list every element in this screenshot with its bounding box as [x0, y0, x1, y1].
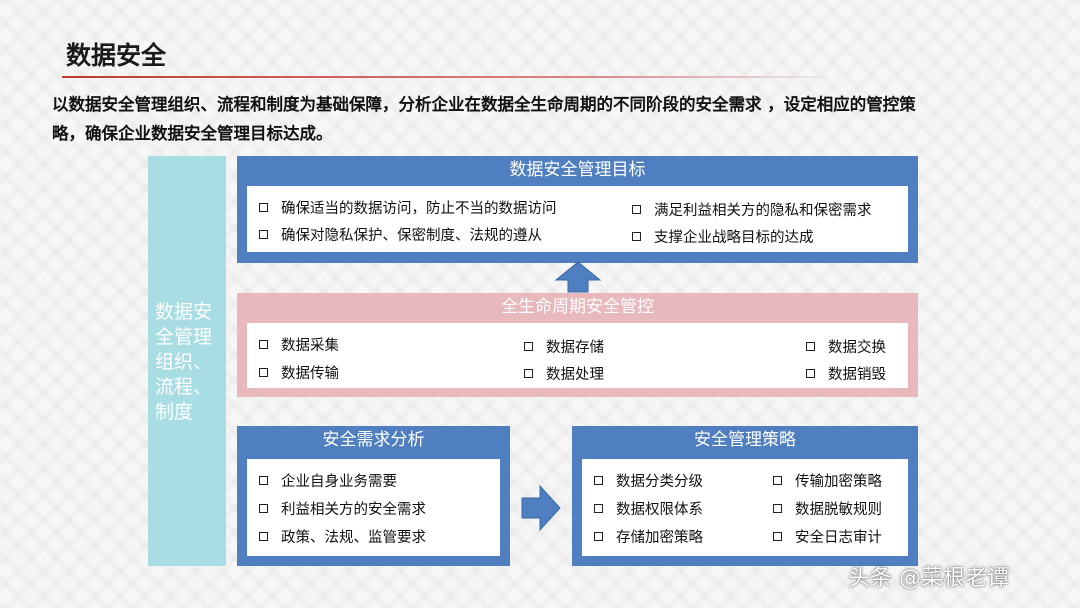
checkbox-icon	[259, 203, 268, 212]
requirement-item: 企业自身业务需要	[259, 470, 397, 491]
checkbox-icon	[632, 232, 641, 241]
goals-panel: 数据安全管理目标 确保适当的数据访问，防止不当的数据访问 确保对隐私保护、保密制…	[237, 156, 918, 263]
title-divider	[62, 76, 828, 78]
checkbox-icon	[259, 230, 268, 239]
lifecycle-item: 数据处理	[524, 363, 604, 384]
checkbox-icon	[806, 369, 815, 378]
goal-item: 确保适当的数据访问，防止不当的数据访问	[259, 197, 557, 218]
lifecycle-body: 数据采集 数据传输 数据存储 数据处理 数据交换 数据销毁	[247, 323, 908, 388]
checkbox-icon	[773, 532, 782, 541]
checkbox-icon	[259, 532, 268, 541]
strategy-item: 存储加密策略	[594, 526, 703, 547]
requirements-panel: 安全需求分析 企业自身业务需要 利益相关方的安全需求 政策、法规、监管要求	[237, 426, 510, 566]
strategy-item: 数据权限体系	[594, 498, 703, 519]
lifecycle-title: 全生命周期安全管控	[501, 297, 654, 317]
checkbox-icon	[594, 532, 603, 541]
goals-title: 数据安全管理目标	[509, 160, 646, 180]
checkbox-icon	[524, 369, 533, 378]
requirements-body: 企业自身业务需要 利益相关方的安全需求 政策、法规、监管要求	[247, 459, 500, 556]
checkbox-icon	[259, 340, 268, 349]
checkbox-icon	[259, 368, 268, 377]
arrow-up-icon	[554, 261, 602, 293]
checkbox-icon	[524, 342, 533, 351]
strategy-item: 安全日志审计	[773, 526, 882, 547]
requirement-item: 政策、法规、监管要求	[259, 526, 426, 547]
strategy-title: 安全管理策略	[694, 430, 796, 450]
lifecycle-item: 数据采集	[259, 334, 339, 355]
checkbox-icon	[773, 504, 782, 513]
page-title: 数据安全	[66, 41, 167, 70]
watermark: 头条 @菜根老谭	[848, 566, 1009, 591]
requirement-item: 利益相关方的安全需求	[259, 498, 426, 519]
checkbox-icon	[632, 205, 641, 214]
strategy-panel: 安全管理策略 数据分类分级 数据权限体系 存储加密策略 传输加密策略 数据脱敏规…	[572, 426, 918, 566]
goal-item: 支撑企业战略目标的达成	[632, 226, 814, 247]
strategy-item: 数据脱敏规则	[773, 498, 882, 519]
strategy-body: 数据分类分级 数据权限体系 存储加密策略 传输加密策略 数据脱敏规则 安全日志审…	[582, 459, 908, 556]
lifecycle-item: 数据存储	[524, 336, 604, 357]
checkbox-icon	[259, 504, 268, 513]
arrow-right-icon	[521, 484, 561, 532]
lifecycle-item: 数据传输	[259, 362, 339, 383]
checkbox-icon	[594, 504, 603, 513]
strategy-item: 数据分类分级	[594, 470, 703, 491]
goals-body: 确保适当的数据访问，防止不当的数据访问 确保对隐私保护、保密制度、法规的遵从 满…	[247, 186, 908, 252]
lifecycle-item: 数据销毁	[806, 363, 886, 384]
goal-item: 满足利益相关方的隐私和保密需求	[632, 199, 872, 220]
checkbox-icon	[806, 342, 815, 351]
checkbox-icon	[773, 476, 782, 485]
strategy-item: 传输加密策略	[773, 470, 882, 491]
lifecycle-item: 数据交换	[806, 336, 886, 357]
checkbox-icon	[594, 476, 603, 485]
goal-item: 确保对隐私保护、保密制度、法规的遵从	[259, 224, 542, 245]
sidebar-label: 数据安全管理组织、流程、制度	[155, 301, 213, 423]
intro-paragraph: 以数据安全管理组织、流程和制度为基础保障，分析企业在数据全生命周期的不同阶段的安…	[52, 95, 916, 143]
lifecycle-panel: 全生命周期安全管控 数据采集 数据传输 数据存储 数据处理 数据交换 数据销毁	[237, 293, 918, 397]
checkbox-icon	[259, 476, 268, 485]
sidebar-panel	[148, 156, 226, 566]
requirements-title: 安全需求分析	[322, 430, 425, 450]
